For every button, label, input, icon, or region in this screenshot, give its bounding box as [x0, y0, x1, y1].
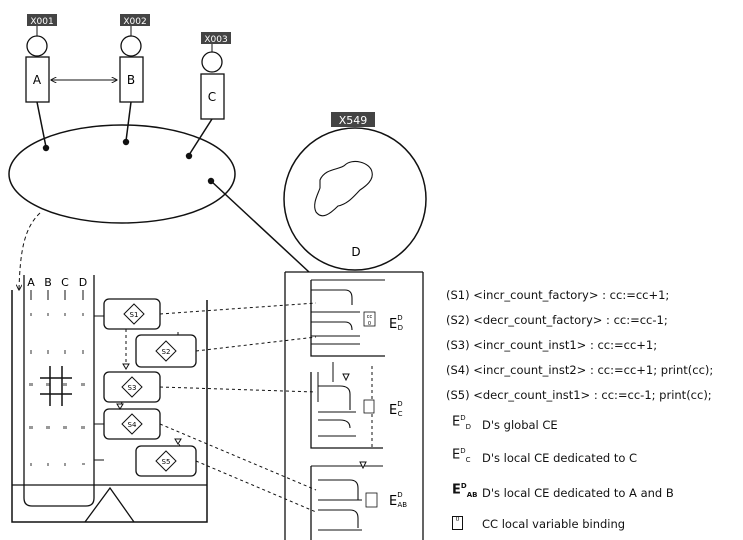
node-c: X003 C	[201, 32, 231, 119]
flow-arrowhead-2	[117, 404, 123, 409]
container-base-triangle	[85, 488, 134, 522]
step-s2-label: S2	[162, 348, 171, 356]
node-a: X001 A	[26, 14, 57, 102]
legend-global-symbol: EDD	[452, 414, 471, 431]
node-b-circle	[121, 36, 141, 56]
col-b-label: B	[44, 276, 52, 289]
tag-b: X002	[123, 17, 146, 27]
dot-b	[123, 139, 129, 145]
statement-s4: (S4) <incr_count_inst2> : cc:=cc+1; prin…	[446, 363, 713, 377]
statement-s5: (S5) <decr_count_inst1> : cc:=cc-1; prin…	[446, 388, 712, 402]
step-s3-label: S3	[128, 384, 137, 392]
step-s2: S2	[136, 335, 196, 367]
col-c-label: C	[61, 276, 69, 289]
legend-local-ab-text: D's local CE dedicated to A and B	[482, 486, 674, 500]
node-a-circle	[27, 36, 47, 56]
step-s4-label: S4	[128, 421, 137, 429]
step-s4: S4	[104, 409, 160, 439]
legend-local-c-text: D's local CE dedicated to C	[482, 451, 637, 465]
shared-context-ellipse	[9, 125, 235, 223]
node-b: X002 B	[120, 14, 150, 102]
statement-s2: (S2) <decr_count_factory> : cc:=cc-1;	[446, 313, 668, 327]
legend-local-c-symbol: EDC	[452, 447, 471, 464]
tag-d: X549	[339, 114, 368, 127]
legend-binding-icon: 0	[452, 516, 463, 530]
step-s5: S5	[136, 446, 196, 476]
dot-a	[43, 145, 49, 151]
statement-s1: (S1) <incr_count_factory> : cc:=cc+1;	[446, 288, 669, 302]
binding-icon-top: cc	[367, 314, 373, 320]
binding-icon-bottom: 0	[368, 321, 371, 327]
grid-tube	[24, 275, 94, 506]
node-a-label: A	[33, 73, 42, 87]
step-s3: S3	[104, 372, 160, 402]
step-s1: S1	[104, 299, 160, 329]
step-s1-label: S1	[130, 311, 139, 319]
col-d-label: D	[79, 276, 87, 289]
flow-arrowhead-3	[175, 439, 181, 444]
col-a-label: A	[27, 276, 35, 289]
grid-hash-mark	[40, 366, 72, 406]
legend-local-ab-symbol: EDAB	[452, 482, 477, 499]
flow-arrowhead-1	[123, 364, 129, 369]
step-s5-label: S5	[162, 458, 171, 466]
tag-a: X001	[30, 17, 53, 27]
node-d: X549 D	[284, 112, 426, 270]
node-d-label: D	[351, 245, 360, 259]
binding-icon: cc 0	[364, 312, 375, 327]
node-b-label: B	[127, 73, 135, 87]
legend-binding-text: CC local variable binding	[482, 517, 625, 531]
node-c-circle	[202, 52, 222, 72]
statement-s3: (S3) <incr_count_inst1> : cc:=cc+1;	[446, 338, 657, 352]
tag-c: X003	[204, 35, 227, 45]
legend-global-text: D's global CE	[482, 418, 558, 432]
node-c-label: C	[208, 90, 216, 104]
dot-c	[186, 153, 192, 159]
grid-row-marks	[29, 313, 85, 466]
